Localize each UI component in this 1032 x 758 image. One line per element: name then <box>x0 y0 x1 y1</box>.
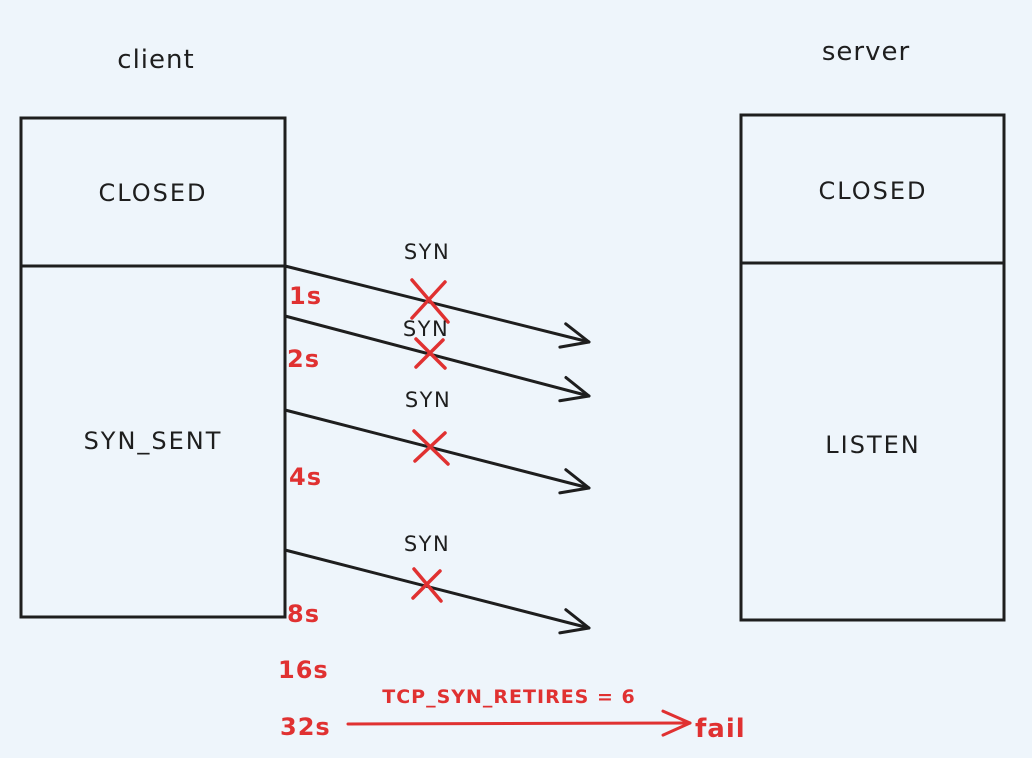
syn-arrow-3-line <box>283 408 591 495</box>
server-lifeline: CLOSED LISTEN <box>739 113 1006 622</box>
fail-label: fail <box>695 714 746 744</box>
server-state-closed: CLOSED <box>818 177 927 205</box>
packet-lost-x-icon <box>410 278 450 324</box>
syn-arrow-2-line <box>283 314 591 403</box>
syn-arrow-4-line <box>283 548 591 635</box>
syn-arrow-3: SYN <box>283 388 591 495</box>
packet-lost-x-icon <box>412 429 450 466</box>
server-box <box>739 113 1006 622</box>
syn-arrow-1-label: SYN <box>404 240 450 264</box>
delay-label-8s: 8s <box>287 600 320 628</box>
delay-label-16s: 16s <box>278 656 329 684</box>
delay-label-1s: 1s <box>289 282 322 310</box>
server-state-listen: LISTEN <box>825 431 920 459</box>
packet-lost-x-icon <box>411 567 443 603</box>
client-title: client <box>117 45 194 75</box>
syn-arrow-1: SYN <box>283 240 591 349</box>
retry-delay-labels: 1s 2s 4s 8s 16s 32s <box>278 282 331 741</box>
packet-lost-x-icon <box>414 337 447 370</box>
delay-label-2s: 2s <box>287 345 320 373</box>
syn-arrow-2: SYN <box>283 314 591 403</box>
client-state-syn-sent: SYN_SENT <box>84 427 223 455</box>
syn-arrow-4: SYN <box>283 532 591 635</box>
server-title: server <box>822 37 910 67</box>
retries-note: TCP_SYN_RETIRES = 6 <box>382 686 635 708</box>
failure-annotation: TCP_SYN_RETIRES = 6 fail <box>346 686 746 744</box>
delay-label-4s: 4s <box>289 463 322 491</box>
syn-arrow-4-label: SYN <box>404 532 450 556</box>
syn-arrow-3-label: SYN <box>405 388 451 412</box>
syn-arrow-1-line <box>283 264 591 349</box>
client-box <box>19 116 287 619</box>
fail-arrow-line <box>346 709 692 737</box>
syn-arrow-2-label: SYN <box>403 317 449 341</box>
client-state-closed: CLOSED <box>98 179 207 207</box>
delay-label-32s: 32s <box>280 713 331 741</box>
client-lifeline: CLOSED SYN_SENT <box>19 116 287 619</box>
